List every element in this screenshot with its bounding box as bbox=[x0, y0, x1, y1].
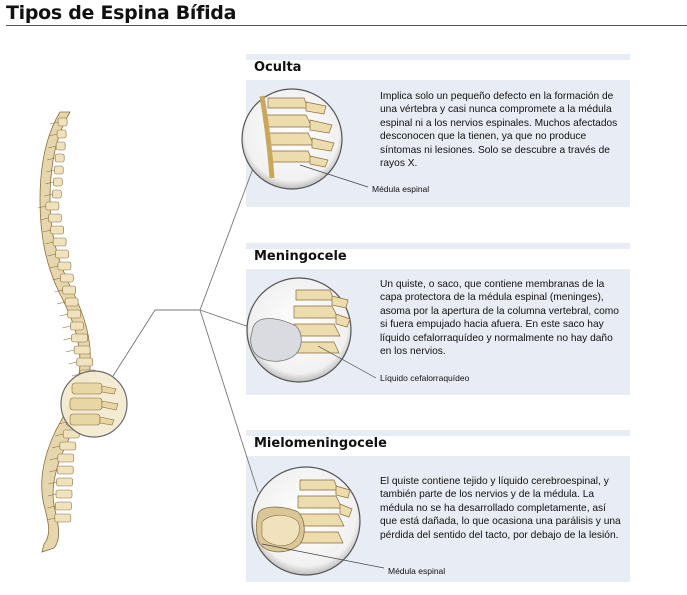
vertebra-process bbox=[55, 433, 64, 437]
vertebra-process bbox=[66, 349, 75, 353]
vertebra bbox=[64, 297, 79, 307]
vertebra bbox=[50, 225, 65, 235]
vertebra bbox=[67, 309, 81, 319]
magnifier-vertebrae bbox=[69, 382, 119, 426]
vertebra-process bbox=[49, 133, 58, 137]
panel-description: El quiste contiene tejido y líquido cere… bbox=[380, 476, 621, 541]
vertebra bbox=[62, 285, 77, 295]
vertebra-process bbox=[40, 217, 49, 221]
vertebra-process bbox=[49, 121, 59, 125]
title-divider bbox=[6, 25, 687, 26]
vertebra bbox=[55, 141, 66, 151]
vertebra bbox=[57, 117, 68, 127]
vertebra-process bbox=[63, 337, 72, 341]
vertebra-process bbox=[49, 457, 58, 461]
vertebra-process bbox=[68, 361, 77, 365]
vertebra-process bbox=[57, 301, 66, 305]
panel-heading: Oculta bbox=[254, 60, 302, 75]
vertebra bbox=[70, 321, 84, 331]
vertebra-process bbox=[59, 313, 68, 317]
vertebra bbox=[55, 501, 72, 511]
vertebra bbox=[45, 201, 60, 211]
vertebra-process bbox=[46, 169, 55, 173]
vertebra bbox=[76, 357, 94, 367]
vertebra bbox=[53, 165, 64, 175]
vertebra bbox=[56, 129, 67, 139]
vertebra-process bbox=[44, 193, 53, 197]
vertebra-process bbox=[48, 481, 57, 485]
vertebra bbox=[56, 477, 73, 487]
vertebra-process bbox=[48, 145, 57, 149]
panel-heading: Mielomeningocele bbox=[254, 436, 387, 451]
vertebra-process bbox=[47, 157, 56, 161]
callout-label: Médula espinal bbox=[372, 184, 430, 194]
vertebra bbox=[51, 189, 62, 199]
vertebra bbox=[55, 249, 69, 259]
vertebra-process bbox=[45, 181, 54, 185]
page-title: Tipos de Espina Bífida bbox=[6, 2, 237, 24]
vertebra-process bbox=[47, 493, 57, 497]
oculta-detail-circle bbox=[241, 88, 369, 190]
vertebra-process bbox=[42, 229, 51, 233]
vertebra bbox=[47, 213, 62, 223]
vertebra-process bbox=[62, 325, 71, 329]
vertebra-process bbox=[45, 241, 54, 245]
callout-label: Líquido cefalorraquídeo bbox=[380, 373, 470, 383]
vertebra-process bbox=[46, 517, 55, 521]
vertebra bbox=[52, 177, 63, 187]
vertebra bbox=[55, 489, 73, 499]
vertebra-process bbox=[58, 421, 67, 425]
vertebra bbox=[54, 513, 72, 523]
vertebra-process bbox=[54, 289, 63, 293]
vertebra bbox=[71, 333, 88, 343]
vertebra bbox=[56, 465, 74, 475]
meningocele-detail-circle bbox=[246, 277, 377, 383]
vertebra bbox=[52, 237, 67, 247]
vertebra bbox=[73, 345, 91, 355]
panel-description: Implica solo un pequeño defecto en la fo… bbox=[380, 91, 618, 170]
vertebra bbox=[57, 261, 72, 271]
vertebra-process bbox=[49, 469, 58, 473]
vertebra-process bbox=[47, 253, 56, 257]
vertebra bbox=[59, 441, 77, 451]
vertebra bbox=[59, 273, 74, 283]
vertebra-process bbox=[52, 277, 61, 281]
vertebra-process bbox=[51, 445, 60, 449]
mielomeningocele-detail-circle bbox=[251, 466, 385, 576]
vertebra bbox=[54, 153, 65, 163]
panel-heading: Meningocele bbox=[254, 249, 347, 264]
vertebra-process bbox=[49, 265, 58, 269]
connector-lines bbox=[112, 154, 259, 493]
panel-description: Un quiste, o saco, que contiene membrana… bbox=[380, 279, 619, 358]
callout-label: Médula espinal bbox=[388, 566, 446, 576]
vertebra-process bbox=[37, 205, 46, 209]
vertebra bbox=[57, 453, 75, 463]
vertebra-process bbox=[47, 505, 56, 509]
